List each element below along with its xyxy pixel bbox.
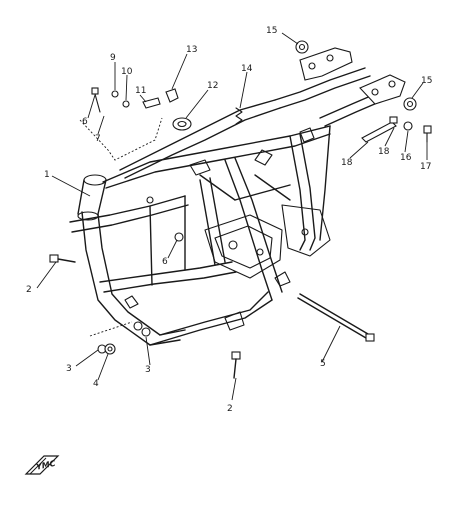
bolt-6-upper <box>91 87 101 113</box>
callout-9: 9 <box>110 53 116 63</box>
callout-2-lower: 2 <box>227 404 233 414</box>
bolt-2-lower <box>231 351 241 379</box>
plug-6-lower <box>174 232 184 242</box>
washer-3-right <box>141 327 151 337</box>
callout-15-right: 15 <box>421 76 432 86</box>
callout-5: 5 <box>320 359 326 369</box>
callout-15-upper: 15 <box>266 26 277 36</box>
callout-6-lower: 6 <box>162 257 168 267</box>
logo-text: YMC <box>35 459 56 472</box>
bolt-17 <box>423 125 432 143</box>
callout-7: 7 <box>95 134 101 144</box>
callout-18-right: 18 <box>378 147 390 157</box>
callout-4: 4 <box>93 379 99 389</box>
pivot-shaft-5 <box>297 293 375 342</box>
nut-9 <box>111 90 119 98</box>
callout-13: 13 <box>186 45 197 55</box>
callout-10: 10 <box>121 67 133 77</box>
callout-18-left: 18 <box>341 158 353 168</box>
callout-11: 11 <box>135 86 146 96</box>
callout-2-left: 2 <box>26 285 32 295</box>
spring-14 <box>235 107 243 125</box>
yamaha-badge-icon: YMC <box>24 455 60 475</box>
callout-3-right: 3 <box>145 365 151 375</box>
damper-rubber-right <box>403 97 417 111</box>
bracket-13 <box>165 88 179 103</box>
callout-16: 16 <box>400 153 412 163</box>
engine-mount-rubber-12 <box>172 117 192 131</box>
nut-4 <box>104 343 116 355</box>
damper-rubber-upper <box>295 40 309 54</box>
callout-3-left: 3 <box>66 364 72 374</box>
main-frame <box>69 67 385 346</box>
washer-10 <box>122 100 130 108</box>
callout-12: 12 <box>207 81 218 91</box>
callout-17: 17 <box>420 162 431 172</box>
leader-lines <box>36 32 428 401</box>
clamp-11 <box>142 97 161 109</box>
callout-1: 1 <box>44 170 50 180</box>
bolt-18-long <box>361 116 398 143</box>
callout-labels: 1 2 2 3 3 4 5 6 6 7 9 10 11 12 13 14 15 … <box>26 26 432 414</box>
rear-bracket-upper <box>299 47 406 105</box>
callout-14: 14 <box>241 64 253 74</box>
collar-16 <box>403 121 413 131</box>
collar-center <box>133 321 143 331</box>
callout-6-upper: 6 <box>82 117 88 127</box>
bolt-2-left <box>49 254 76 263</box>
